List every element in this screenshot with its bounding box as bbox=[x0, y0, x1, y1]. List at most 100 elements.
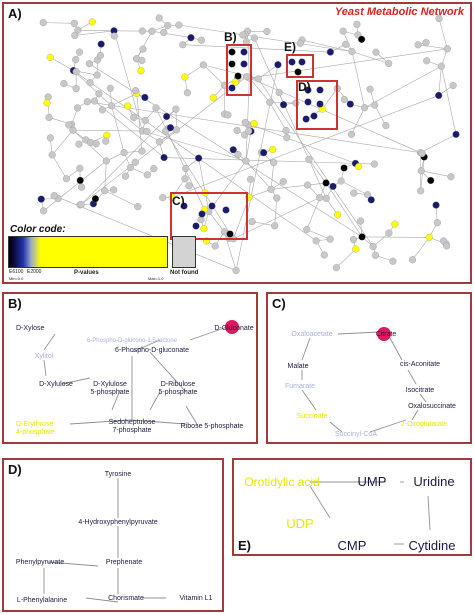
network-edge bbox=[248, 189, 272, 198]
network-node bbox=[294, 68, 302, 76]
panel-e bbox=[232, 458, 472, 556]
network-node bbox=[228, 84, 236, 92]
network-node bbox=[138, 147, 146, 155]
network-node bbox=[228, 60, 236, 68]
network-edge bbox=[136, 31, 153, 59]
panel-e-label: E) bbox=[238, 538, 251, 553]
network-node bbox=[78, 183, 86, 191]
network-edge bbox=[438, 18, 448, 49]
network-node bbox=[358, 35, 366, 43]
box-e[interactable] bbox=[286, 54, 314, 78]
network-node bbox=[254, 75, 262, 83]
network-node bbox=[131, 158, 139, 166]
network-node bbox=[371, 251, 380, 259]
network-node bbox=[305, 155, 313, 163]
network-node bbox=[298, 58, 306, 66]
network-node bbox=[263, 27, 271, 35]
network-node bbox=[433, 219, 441, 227]
panel-b bbox=[2, 292, 258, 444]
network-node bbox=[334, 211, 342, 219]
box-c[interactable] bbox=[170, 192, 248, 240]
network-node bbox=[50, 192, 58, 200]
network-node bbox=[310, 112, 318, 120]
network-node bbox=[355, 163, 363, 171]
network-node bbox=[185, 182, 193, 190]
network-node bbox=[101, 187, 109, 195]
network-edge bbox=[111, 93, 137, 107]
network-node bbox=[443, 242, 451, 250]
network-edge bbox=[374, 104, 387, 126]
network-edge bbox=[336, 248, 356, 268]
network-node bbox=[138, 27, 146, 35]
network-node bbox=[102, 137, 110, 145]
network-node bbox=[361, 104, 369, 112]
network-node bbox=[422, 39, 430, 47]
network-node bbox=[46, 53, 54, 61]
network-node bbox=[143, 127, 151, 136]
network-node bbox=[152, 104, 160, 112]
network-edge bbox=[165, 131, 234, 239]
network-edge bbox=[43, 22, 75, 24]
network-edge bbox=[438, 66, 442, 96]
network-edge bbox=[142, 130, 247, 162]
network-node bbox=[103, 131, 111, 139]
network-node bbox=[92, 140, 100, 148]
network-node bbox=[73, 104, 82, 112]
network-edge bbox=[302, 39, 353, 52]
network-edge bbox=[111, 105, 125, 153]
network-node bbox=[367, 196, 375, 204]
network-edge bbox=[51, 154, 67, 179]
network-node bbox=[110, 186, 118, 194]
network-node bbox=[91, 195, 99, 203]
network-node bbox=[250, 34, 258, 42]
not-found-label: Not found bbox=[170, 270, 199, 276]
network-node bbox=[97, 40, 105, 48]
network-node bbox=[143, 171, 151, 179]
box-d[interactable] bbox=[296, 80, 338, 130]
network-node bbox=[312, 237, 320, 245]
network-edge bbox=[258, 64, 279, 80]
network-node bbox=[138, 56, 146, 64]
network-edge bbox=[136, 93, 143, 152]
network-node bbox=[418, 149, 426, 158]
network-edge bbox=[340, 180, 368, 195]
network-node bbox=[126, 163, 135, 172]
network-edge bbox=[111, 105, 143, 132]
network-node bbox=[98, 106, 107, 114]
network-node bbox=[46, 134, 54, 142]
network-edge bbox=[245, 77, 250, 162]
network-node bbox=[303, 181, 312, 189]
network-node bbox=[120, 149, 128, 157]
network-node bbox=[134, 203, 142, 211]
network-node bbox=[39, 19, 47, 27]
network-edge bbox=[306, 229, 331, 240]
network-edge bbox=[151, 30, 192, 38]
network-node bbox=[449, 81, 457, 90]
network-node bbox=[45, 113, 53, 122]
network-node bbox=[106, 84, 114, 92]
network-node bbox=[332, 264, 340, 272]
network-node bbox=[246, 175, 255, 183]
network-edge bbox=[245, 131, 252, 162]
network-node bbox=[352, 245, 360, 253]
network-node bbox=[161, 127, 170, 135]
network-node bbox=[209, 94, 217, 102]
network-edge bbox=[104, 190, 138, 207]
network-node bbox=[60, 79, 68, 88]
network-node bbox=[224, 111, 232, 119]
network-node bbox=[232, 267, 240, 275]
network-edge bbox=[321, 88, 338, 110]
network-node bbox=[110, 32, 118, 40]
network-node bbox=[181, 73, 189, 81]
network-edge bbox=[421, 170, 452, 178]
network-node bbox=[353, 20, 361, 28]
network-edge bbox=[274, 197, 278, 226]
network-node bbox=[160, 153, 168, 162]
box-b[interactable] bbox=[226, 44, 252, 96]
network-node bbox=[316, 194, 324, 202]
color-gradient-bar bbox=[8, 236, 168, 268]
box-d-label: D) bbox=[298, 80, 311, 94]
network-node bbox=[234, 151, 242, 159]
network-edge bbox=[54, 195, 237, 271]
network-node bbox=[48, 151, 56, 159]
